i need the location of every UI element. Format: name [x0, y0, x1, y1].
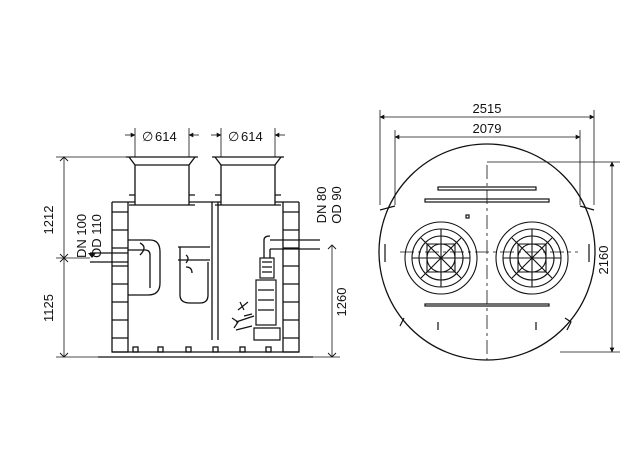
dim-vertical-left: 1212 1125: [41, 156, 126, 358]
dim-height-right-label: 1260: [334, 288, 349, 317]
dim-inner-width-label: 2079: [473, 121, 502, 136]
dim-vertical-right: 1260: [313, 244, 349, 358]
manhole-cover-left: [404, 221, 478, 295]
dim-inner-width: 2079: [394, 121, 581, 205]
tank-right-wall: [282, 202, 300, 353]
outlet-pipe-right: [263, 235, 320, 258]
outlet-pipe-spec: DN 80 OD 90: [314, 186, 344, 224]
outlet-od-label: OD 90: [329, 186, 344, 224]
inlet-pipe-spec: DN 100 OD 110: [74, 214, 104, 258]
dim-height-top-view-label: 2160: [596, 246, 611, 275]
pump-unit: [231, 257, 281, 341]
side-elevation-view: ∅ 614 ∅ 614 1212 1125 DN 100 OD 110: [41, 128, 349, 358]
dim-opening-left-label: 614: [155, 129, 177, 144]
diameter-symbol-right: ∅: [228, 129, 239, 144]
dim-outer-width: 2515: [379, 101, 595, 205]
inner-fitting: [178, 246, 210, 304]
manhole-shaft-left: [126, 156, 198, 206]
dim-opening-left: ∅ 614: [125, 128, 199, 157]
tank-left-wall: [111, 202, 129, 353]
manhole-shaft-right: [212, 156, 284, 206]
dim-height-top-view: 2160: [487, 161, 620, 353]
dim-opening-right-label: 614: [241, 129, 263, 144]
inlet-od-label: OD 110: [89, 214, 104, 258]
bottom-ribs: [384, 244, 590, 331]
internal-partition: [211, 202, 219, 340]
inlet-pipe-left: [90, 239, 161, 296]
outlet-dn-label: DN 80: [314, 187, 329, 224]
dim-opening-right: ∅ 614: [211, 128, 285, 157]
tank-bottom: [98, 346, 313, 358]
manhole-cover-right: [495, 221, 569, 295]
dim-height-top-label: 1212: [41, 206, 56, 235]
top-plan-view: 2515 2079 2160: [378, 101, 620, 361]
inlet-dn-label: DN 100: [74, 214, 89, 258]
top-ribs: [424, 186, 550, 219]
dim-height-bottom-label: 1125: [41, 294, 56, 322]
diameter-symbol-left: ∅: [142, 129, 153, 144]
dim-outer-width-label: 2515: [473, 101, 502, 116]
